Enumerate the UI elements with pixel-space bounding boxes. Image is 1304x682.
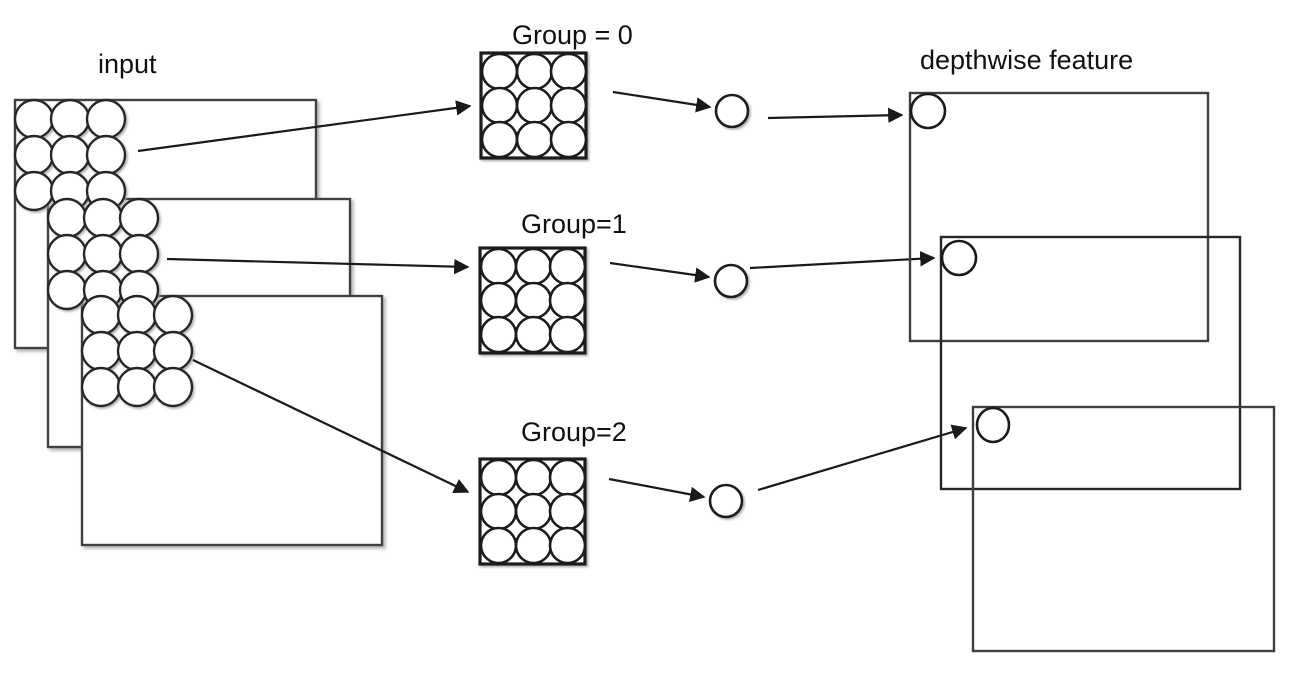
connector-kernel0-to-node0 xyxy=(612,90,712,113)
kernel-label-group-0: Group = 0 xyxy=(512,20,633,50)
connector-node0-to-output0 xyxy=(767,107,904,124)
kernel-group-2 xyxy=(478,457,587,566)
node-0 xyxy=(714,93,750,129)
input-grid-1 xyxy=(46,197,160,311)
output-plane-group xyxy=(908,91,1276,653)
kernel-label-group-2: Group=2 xyxy=(521,417,627,447)
output-plane-2 xyxy=(971,405,1276,653)
output-node-1 xyxy=(940,239,978,277)
input-grid-0 xyxy=(13,98,127,212)
output-plane-0 xyxy=(908,91,1210,343)
output-node-0 xyxy=(909,92,947,130)
input-plane-2 xyxy=(80,294,384,547)
kernel-group-0 xyxy=(479,51,588,160)
kernel-label-group-1: Group=1 xyxy=(521,209,627,239)
connector-node2-to-output2 xyxy=(757,424,968,492)
output-node-2 xyxy=(975,406,1011,444)
input-title: input xyxy=(98,49,157,79)
node-1 xyxy=(713,263,749,299)
node-2 xyxy=(708,483,744,519)
output-title: depthwise feature xyxy=(920,45,1134,75)
connector-input2-to-kernel2 xyxy=(192,359,470,493)
output-plane-1 xyxy=(939,235,1242,491)
kernel-group-1 xyxy=(478,246,587,355)
connector-node1-to-output1 xyxy=(749,251,936,270)
connector-input0-to-kernel0 xyxy=(137,100,472,153)
connector-kernel2-to-node2 xyxy=(608,477,706,502)
connector-input1-to-kernel1 xyxy=(166,257,470,275)
connector-kernel1-to-node1 xyxy=(609,261,711,283)
input-grid-2 xyxy=(80,294,194,408)
